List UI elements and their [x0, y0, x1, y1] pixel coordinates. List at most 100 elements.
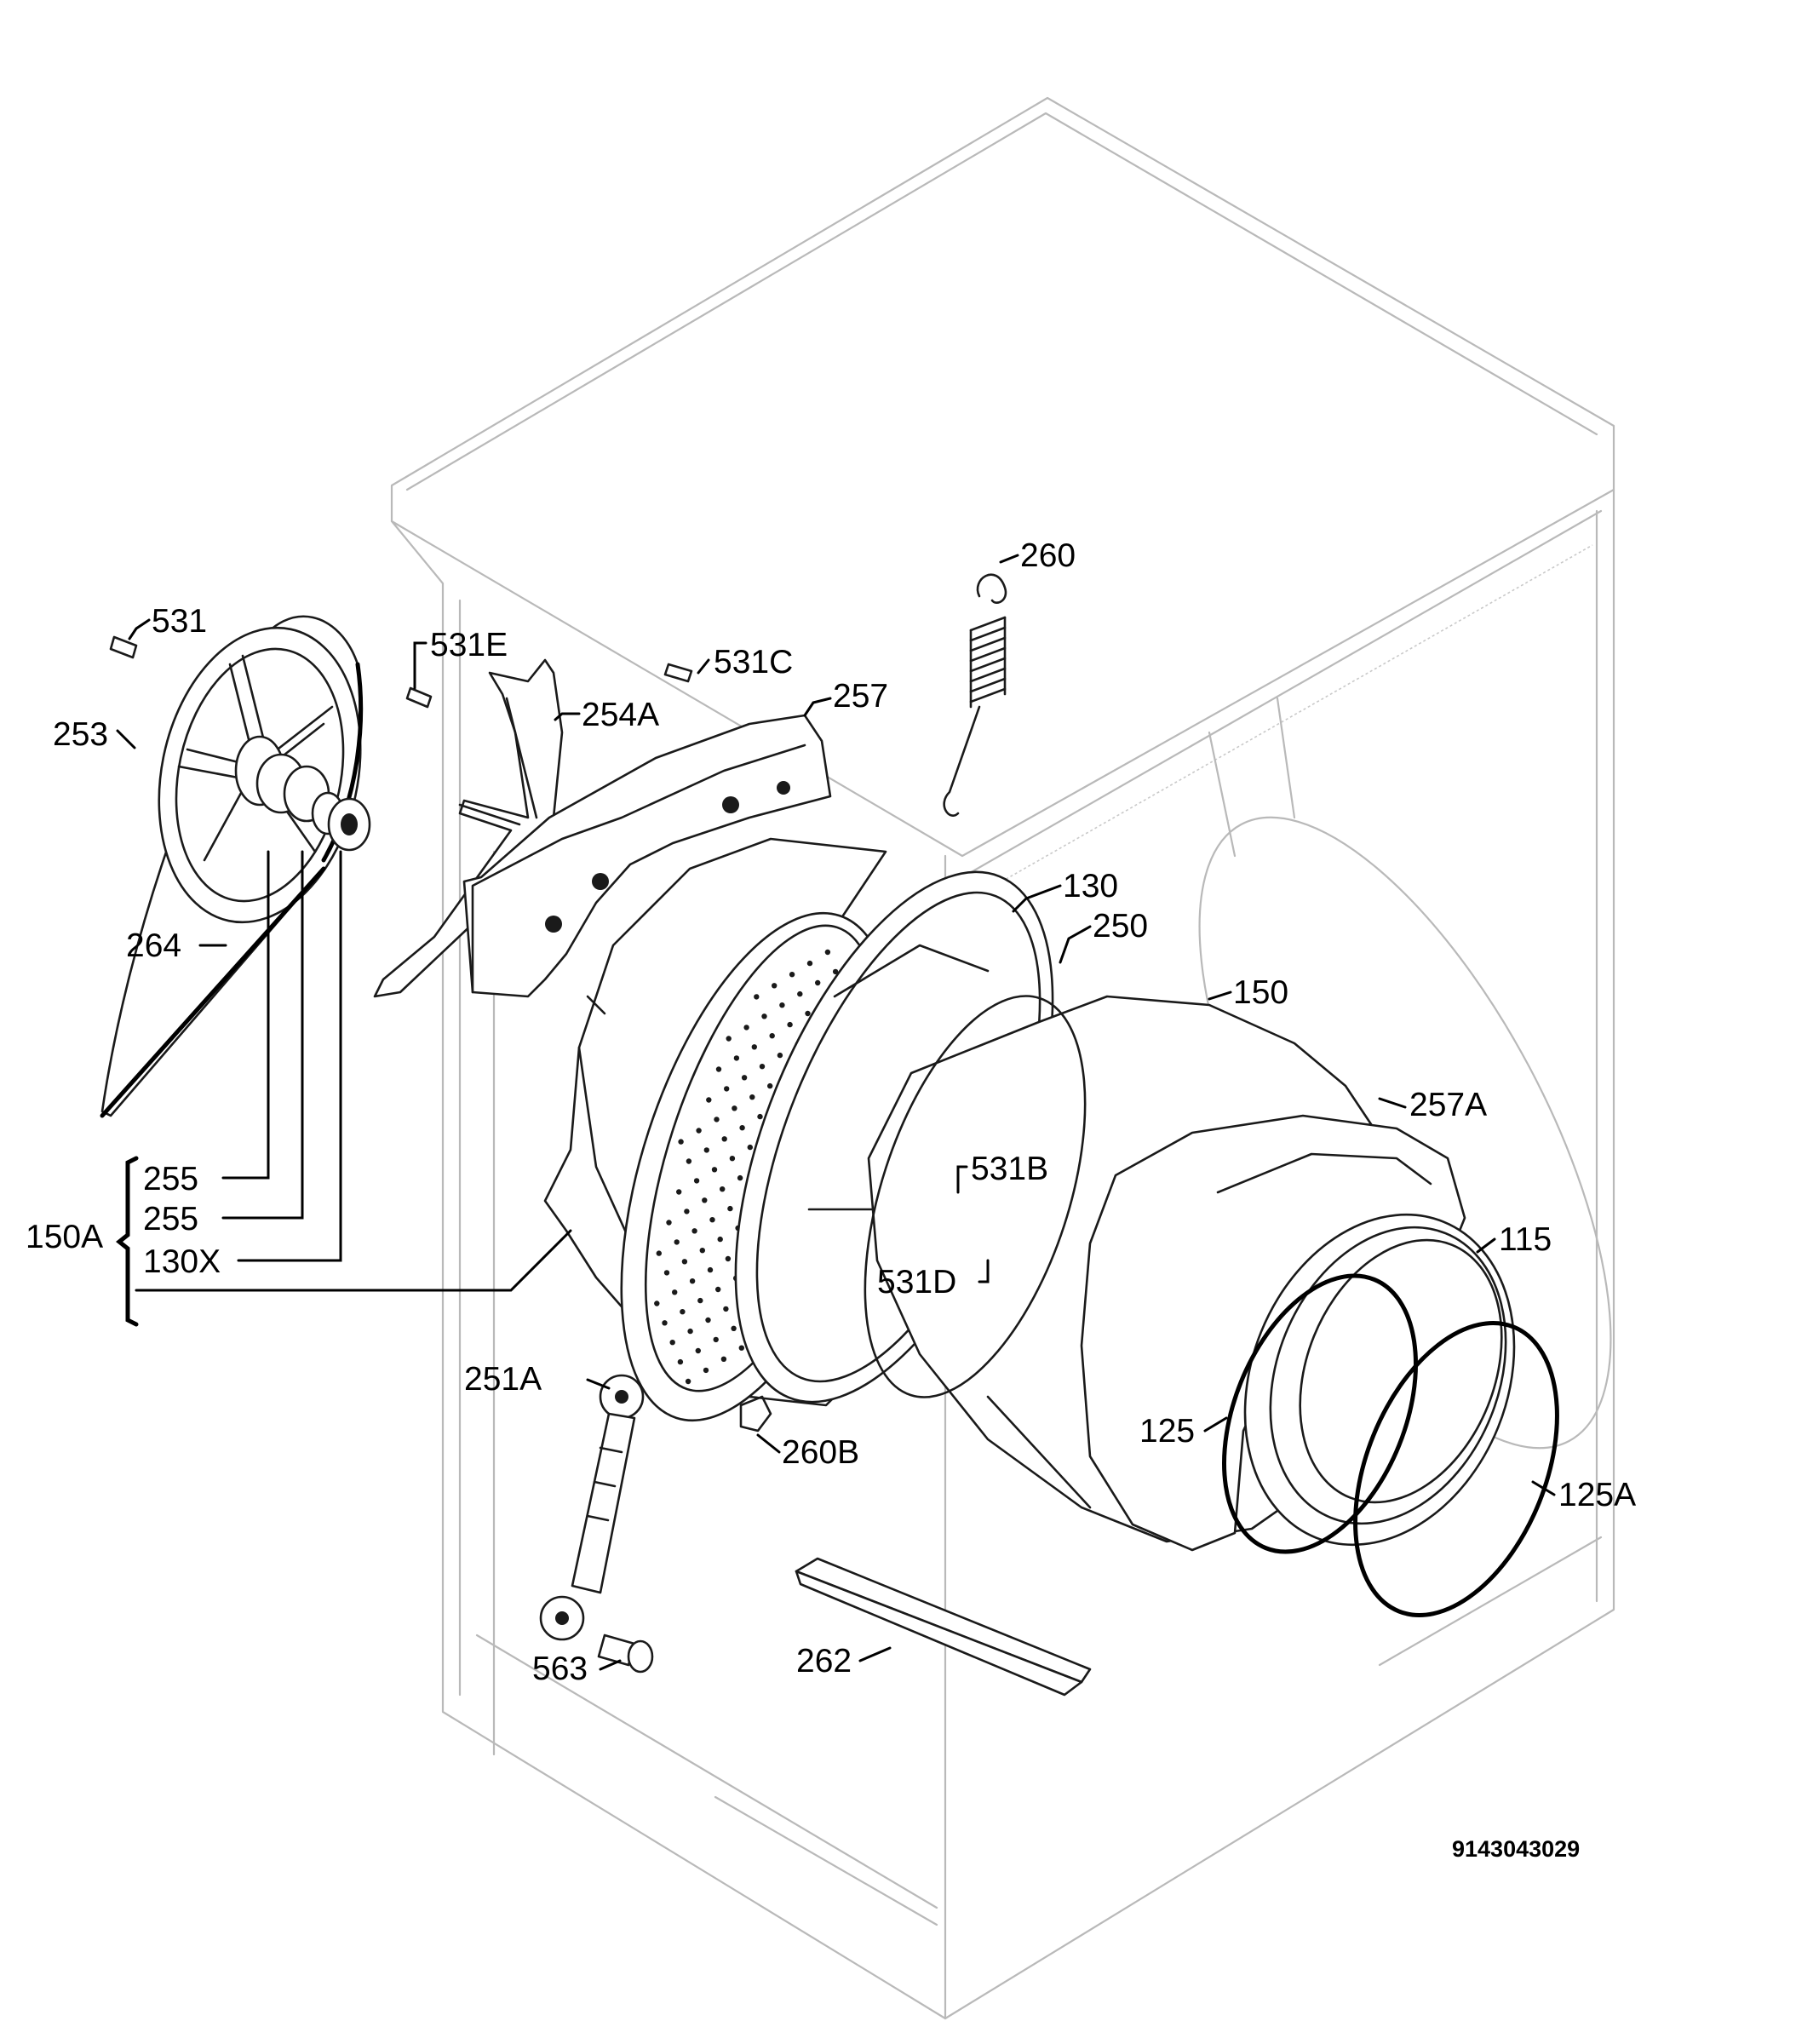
perforation-hole — [699, 1248, 705, 1254]
perforation-hole — [806, 960, 813, 967]
perforation-hole — [767, 1082, 773, 1089]
perforation-hole — [715, 1286, 721, 1293]
perforation-hole — [695, 1347, 701, 1354]
perforation-hole — [832, 968, 839, 975]
perforation-hole — [714, 1117, 720, 1122]
drum-spider-254A — [373, 658, 564, 998]
perforation-hole — [663, 1270, 670, 1276]
cabinet-outline — [390, 96, 1615, 2020]
perforation-hole — [681, 1259, 688, 1265]
perforation-hole — [707, 1266, 714, 1273]
perforation-hole — [717, 1236, 723, 1243]
callout-531C: 531C — [714, 644, 793, 680]
perforation-hole — [772, 983, 778, 989]
callout-260: 260 — [1020, 537, 1076, 574]
perforation-hole — [741, 1075, 748, 1081]
perforation-hole — [697, 1297, 703, 1304]
shock-absorber-251A — [539, 1374, 645, 1641]
callout-253: 253 — [53, 716, 108, 753]
perforation-hole — [678, 1139, 684, 1145]
clip-260B — [739, 1395, 772, 1433]
perforation-hole — [666, 1220, 672, 1226]
perforation-hole — [721, 1136, 727, 1142]
callout-125: 125 — [1139, 1413, 1195, 1450]
spring-260 — [943, 573, 1007, 817]
perforation-hole — [686, 1158, 692, 1164]
perforation-hole — [685, 1378, 691, 1385]
perforation-hole — [674, 1239, 680, 1245]
callout-531B: 531B — [971, 1151, 1048, 1187]
counterweight-257 — [462, 714, 832, 998]
perforation-hole — [691, 1228, 697, 1234]
perforation-hole — [726, 1036, 732, 1042]
perforation-hole — [723, 1306, 729, 1312]
perforation-hole — [733, 1055, 740, 1061]
perforation-hole — [759, 1064, 766, 1070]
perforation-hole — [662, 1320, 668, 1326]
callout-262: 262 — [796, 1643, 852, 1679]
perforation-hole — [696, 1128, 702, 1134]
perforation-hole — [737, 1174, 743, 1181]
bearing-set — [255, 753, 371, 852]
callout-563: 563 — [532, 1651, 588, 1687]
perforation-hole — [777, 1052, 783, 1059]
perforation-hole — [731, 1325, 737, 1332]
callout-257: 257 — [833, 678, 888, 715]
pulley-253 — [100, 615, 364, 1118]
clamp-125A — [1353, 1321, 1559, 1617]
perforation-hole — [672, 1289, 678, 1295]
perforation-hole — [749, 1094, 755, 1100]
callout-250: 250 — [1093, 908, 1148, 944]
perforation-hole — [687, 1328, 693, 1335]
perforation-hole — [824, 949, 831, 956]
perforation-hole — [789, 972, 795, 978]
perforation-hole — [720, 1356, 727, 1363]
callout-264: 264 — [126, 927, 181, 964]
perforation-hole — [751, 1044, 757, 1050]
perforation-hole — [713, 1336, 719, 1343]
callout-115: 115 — [1499, 1221, 1552, 1258]
callout-251A: 251A — [464, 1361, 542, 1398]
callout-150A: 150A — [26, 1219, 103, 1255]
perforation-hole — [706, 1097, 712, 1103]
callout-255-b: 255 — [143, 1201, 198, 1237]
perforation-hole — [693, 1178, 700, 1184]
group-bracket-150A — [115, 850, 572, 1327]
callout-130X: 130X — [143, 1243, 221, 1280]
perforation-hole — [732, 1105, 737, 1111]
callout-125A: 125A — [1558, 1477, 1636, 1513]
callout-531D: 531D — [877, 1264, 956, 1300]
perforation-hole — [769, 1033, 775, 1039]
perforation-hole — [684, 1209, 690, 1214]
perforation-hole — [754, 994, 760, 1000]
callout-leaders — [116, 554, 1556, 1671]
perforation-hole — [779, 1002, 785, 1008]
perforation-hole — [724, 1086, 730, 1092]
perforation-hole — [715, 1066, 722, 1072]
clamp-125 — [1222, 1273, 1418, 1554]
perforation-hole — [725, 1255, 732, 1262]
perforation-hole — [738, 1345, 744, 1351]
callout-254A: 254A — [582, 697, 659, 733]
callout-255-a: 255 — [143, 1161, 198, 1197]
callout-130: 130 — [1063, 868, 1118, 904]
bracket-262 — [795, 1557, 1092, 1697]
callout-531: 531 — [152, 603, 207, 640]
callout-260B: 260B — [782, 1434, 859, 1471]
perforation-hole — [727, 1205, 733, 1212]
perforation-hole — [703, 1367, 709, 1374]
perforation-hole — [654, 1300, 660, 1306]
document-number: 9143043029 — [1452, 1836, 1580, 1862]
perforation-hole — [729, 1156, 736, 1162]
perforation-hole — [711, 1167, 718, 1173]
perforation-hole — [761, 1013, 767, 1019]
perforation-hole — [656, 1250, 662, 1256]
perforation-hole — [669, 1340, 675, 1346]
perforation-hole — [677, 1358, 684, 1365]
perforation-hole — [703, 1147, 709, 1153]
perforation-hole — [720, 1186, 726, 1192]
perforation-hole — [702, 1197, 708, 1203]
perforation-hole — [680, 1309, 686, 1315]
perforation-hole — [805, 1010, 811, 1017]
